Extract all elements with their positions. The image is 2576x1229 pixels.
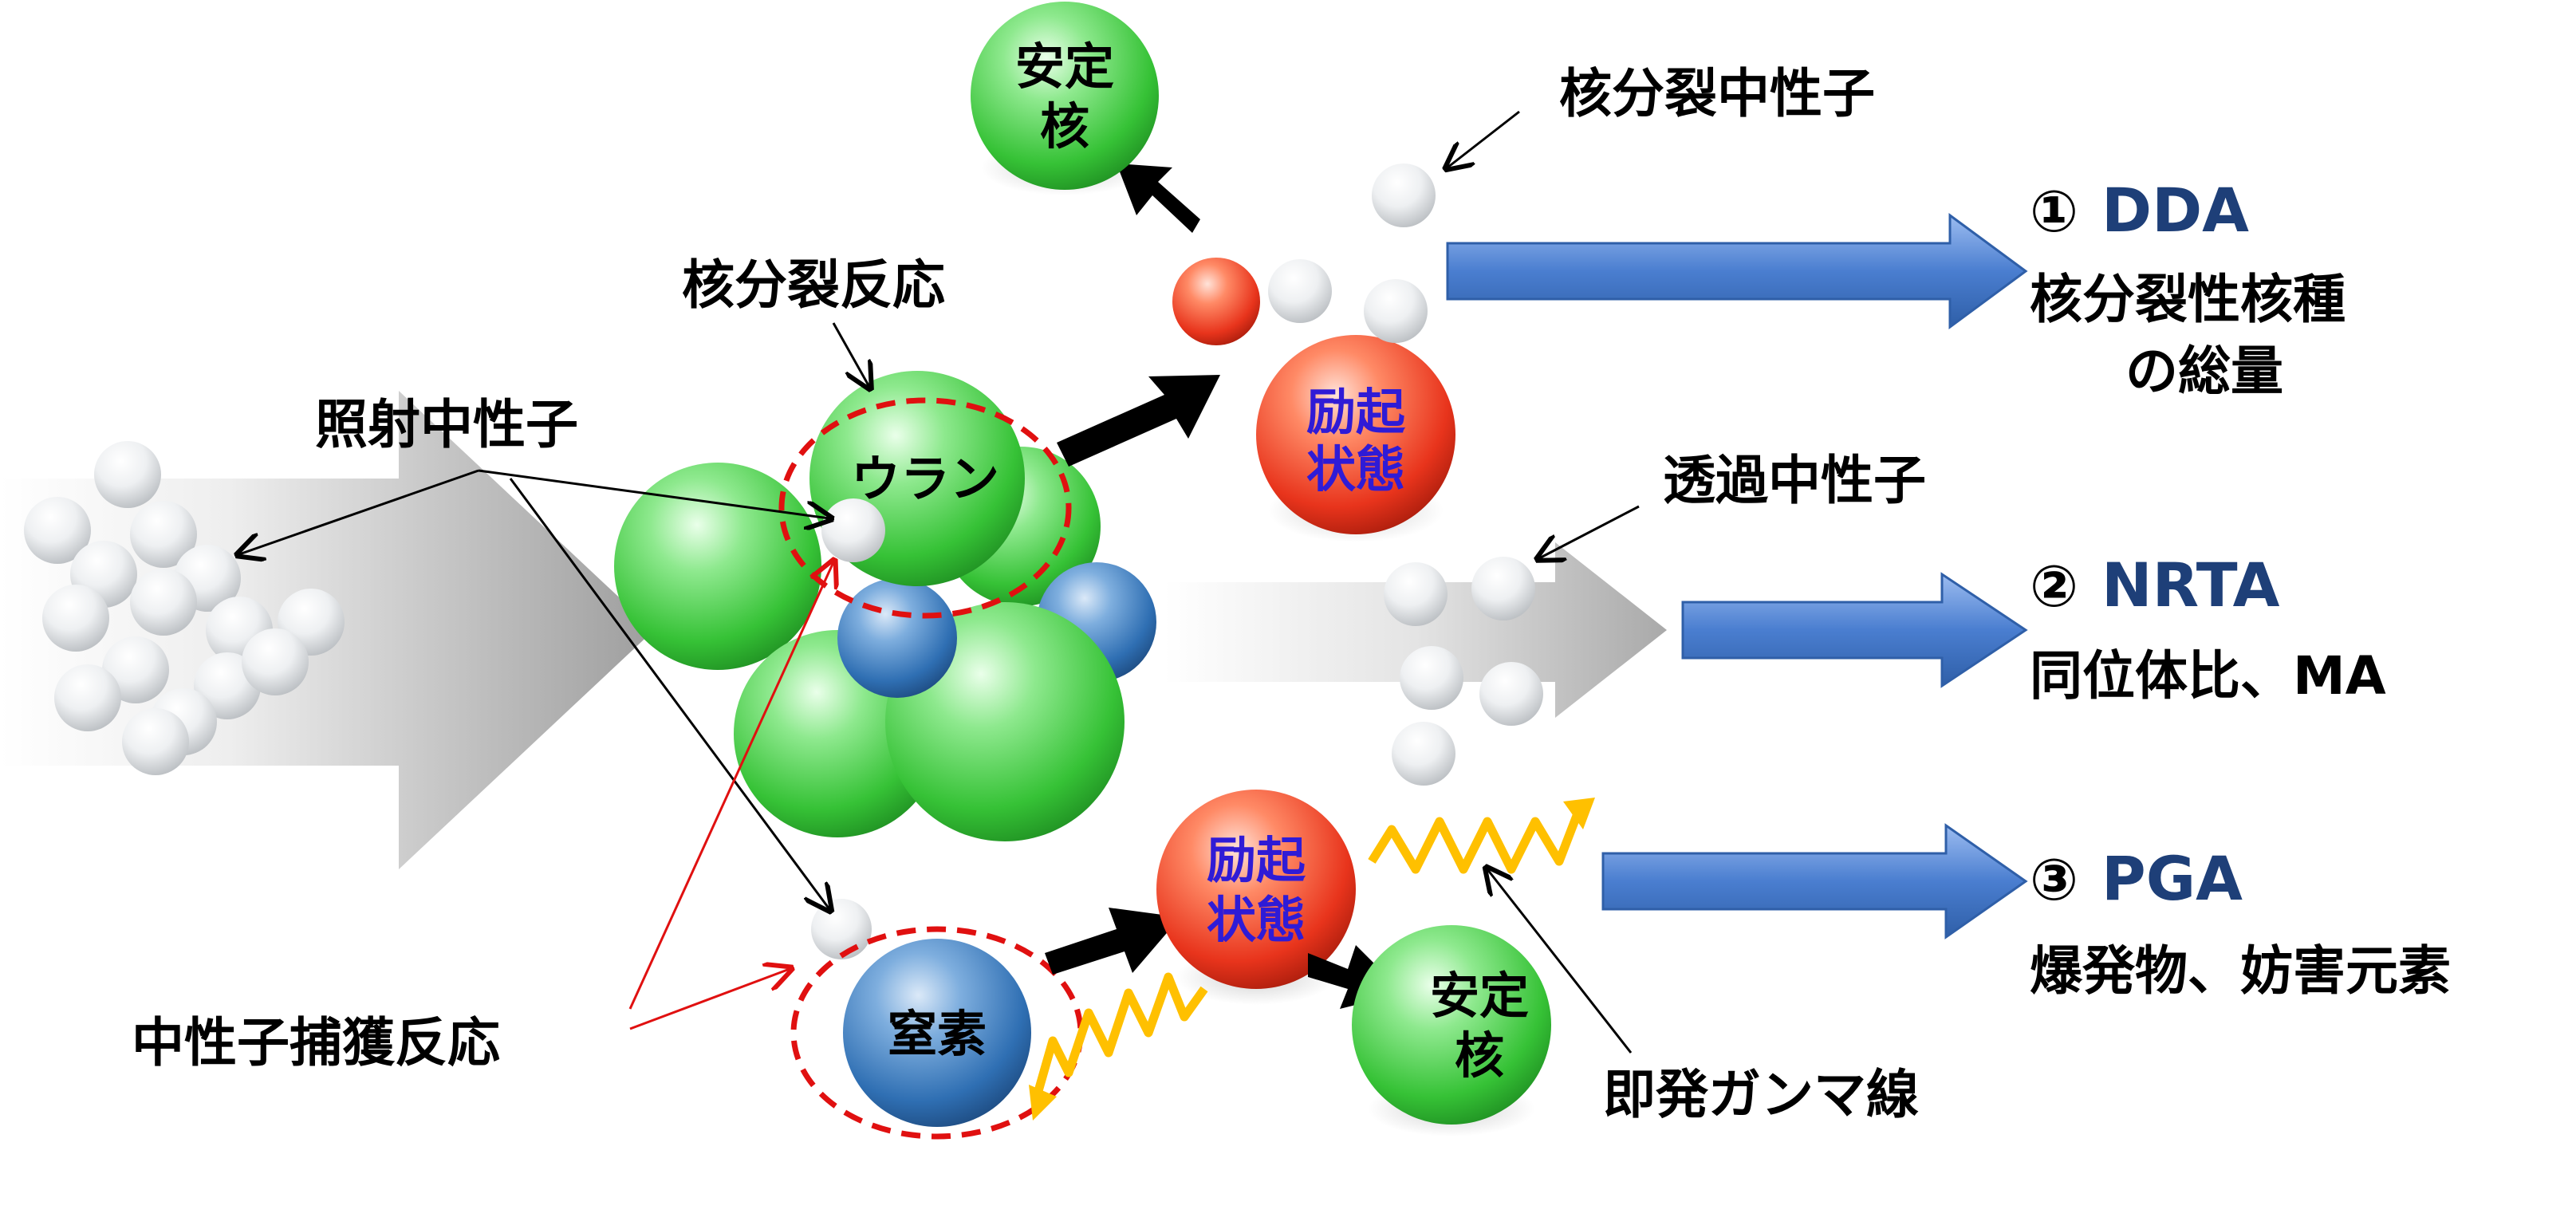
excited-nucleus-top: [1256, 335, 1455, 534]
transmitted-neutrons: [1384, 557, 1543, 786]
gamma-ray-upper: [1368, 808, 1584, 874]
stable-nucleus-bottom: [1352, 925, 1551, 1125]
method-dda-desc-1: 核分裂性核種: [2030, 269, 2346, 330]
stable-bottom-label-2: 核: [1455, 1026, 1504, 1085]
transmitted-neutron-label: 透過中性子: [1663, 450, 1926, 511]
excited-nucleus-bottom: [1156, 790, 1356, 989]
blue-nucleus: [837, 578, 957, 698]
irradiation-neutron-label: 照射中性子: [315, 394, 578, 455]
fission-products: 励起 状態 安定 核: [971, 2, 1455, 542]
stable-nucleus-top: [971, 2, 1159, 190]
method-dda: ① DDA 核分裂性核種 の総量: [2030, 175, 2346, 402]
stable-bottom-label-1: 安定: [1430, 967, 1529, 1025]
neutron-capture-reaction: 窒素 励起 状態 安定 核: [790, 790, 1595, 1140]
method-nrta-name: NRTA: [2101, 550, 2280, 620]
fission-neutron: [1364, 279, 1428, 343]
result-arrow-pga: [1601, 823, 2028, 939]
stable-top-label-1: 安定: [1015, 37, 1114, 96]
excited-bottom-label-1: 励起: [1207, 831, 1306, 889]
excited-bottom-label-2: 状態: [1207, 891, 1306, 949]
uranium-label: ウラン: [851, 450, 999, 508]
transmitted-beam-arrow: [1164, 542, 1667, 718]
method-nrta: ② NRTA 同位体比、MA: [2030, 550, 2386, 707]
excited-top-label-2: 状態: [1306, 440, 1405, 498]
fission-neutron: [1268, 259, 1332, 323]
method-nrta-desc-1: 同位体比、MA: [2030, 645, 2386, 707]
stable-top-label-2: 核: [1040, 97, 1089, 156]
fission-fragment: [1172, 258, 1260, 345]
fission-neutron: [1372, 163, 1436, 227]
method-pga-desc-1: 爆発物、妨害元素: [2030, 940, 2451, 1002]
excited-top-label-1: 励起: [1306, 383, 1406, 441]
green-nucleus: [614, 463, 821, 670]
capture-arrow: [1045, 908, 1180, 975]
method-nrta-marker: ②: [2030, 553, 2078, 620]
fission-reaction-circle: [778, 397, 1072, 619]
nitrogen-nucleus: [843, 939, 1031, 1127]
fission-reaction-label: 核分裂反応: [682, 254, 945, 316]
method-dda-desc-2: の総量: [2125, 341, 2283, 402]
prompt-gamma-label: 即発ガンマ線: [1603, 1064, 1919, 1125]
method-dda-name: DDA: [2101, 175, 2249, 246]
fission-arrow: [1057, 375, 1220, 467]
neutron-capture-label: 中性子捕獲反応: [132, 1012, 500, 1073]
callout-lines: [239, 110, 1640, 1054]
nitrogen-label: 窒素: [888, 1005, 987, 1063]
method-pga-name: PGA: [2101, 843, 2243, 914]
method-dda-marker: ①: [2030, 178, 2078, 245]
gamma-ray-lower: [1032, 972, 1208, 1098]
result-arrow-nrta: [1681, 572, 2028, 688]
method-pga-marker: ③: [2030, 846, 2078, 913]
target-nucleus-cluster: ウラン: [614, 371, 1156, 841]
method-pga: ③ PGA 爆発物、妨害元素: [2030, 843, 2451, 1002]
fission-neutron-label: 核分裂中性子: [1559, 63, 1875, 124]
result-arrow-dda: [1446, 213, 2028, 329]
capture-neutron: [811, 899, 872, 959]
captured-neutron: [821, 498, 885, 562]
irradiation-neutrons: [24, 441, 345, 775]
